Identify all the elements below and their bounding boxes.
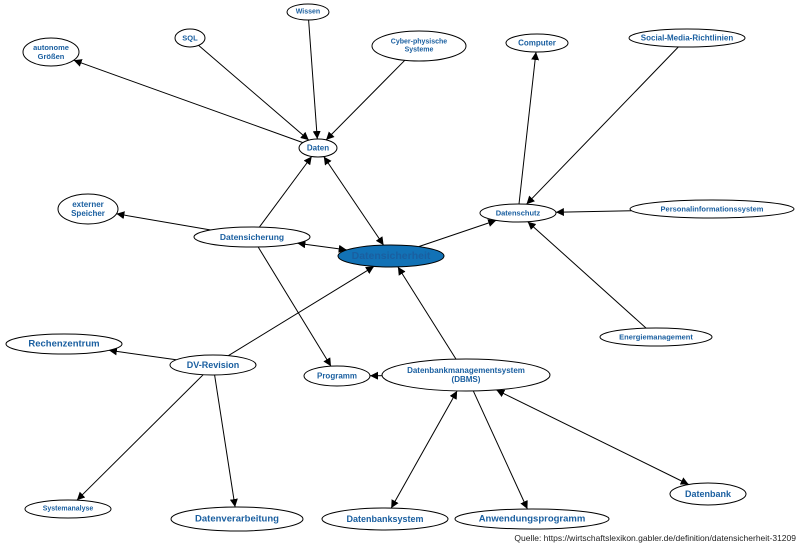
edge-sql-daten [198, 45, 310, 141]
node-programm-label: Programm [317, 372, 357, 381]
node-autonome-label: autonome [33, 43, 69, 52]
node-datenbanksystem-shape [321, 507, 449, 531]
node-computer-label: Computer [518, 39, 556, 48]
node-datenschutz-shape [479, 203, 557, 223]
node-systemanalyse[interactable]: Systemanalyse [24, 499, 112, 519]
edge-datensicherung-externer [116, 211, 211, 231]
edge-dvrevision-systemanalyse [76, 374, 204, 501]
node-externer-shape [57, 193, 119, 225]
node-energie[interactable]: Energiemanagement [599, 327, 713, 347]
node-anwendungsprogramm-shape [454, 508, 610, 530]
node-energie-label: Energiemanagement [619, 333, 693, 342]
edge-dvrevision-datenverarbeitung [214, 374, 238, 508]
edge-dbms-anwendungsprogramm [472, 390, 528, 510]
node-datenverarbeitung-shape [170, 506, 304, 532]
edge-dbms-datensicherheit [397, 266, 457, 360]
node-social-shape [628, 28, 746, 48]
edge-social-datenschutz [526, 46, 679, 205]
node-dbms-shape [381, 358, 551, 392]
edge-layer [73, 19, 689, 510]
edge-datensicherung-datensicherheit [297, 240, 347, 253]
node-datenverarbeitung[interactable]: Datenverarbeitung [170, 506, 304, 532]
node-sql-shape [174, 28, 206, 48]
edge-wissen-daten [308, 19, 321, 140]
node-energie-shape [599, 327, 713, 347]
edge-dvrevision-datensicherheit [228, 265, 375, 357]
node-anwendungsprogramm-label: Anwendungsprogramm [479, 514, 586, 525]
node-programm-shape [303, 365, 371, 387]
node-datensicherheit[interactable]: Datensicherheit [337, 244, 445, 268]
node-cyber-shape [371, 30, 467, 62]
node-datenbanksystem-label: Datenbanksystem [346, 514, 423, 524]
node-datenschutz-label: Datenschutz [496, 209, 541, 218]
node-datensicherheit-shape [337, 244, 445, 268]
edge-dbms-datenbank [496, 389, 689, 485]
edge-personal-datenschutz [555, 208, 632, 217]
node-datenverarbeitung-label: Datenverarbeitung [195, 514, 279, 525]
node-personal-shape [629, 199, 795, 219]
node-autonome-shape [22, 37, 80, 67]
edge-datenschutz-computer [518, 51, 540, 205]
node-rechenzentrum-shape [5, 333, 123, 355]
node-dvrevision-label: DV-Revision [187, 360, 240, 370]
node-datensicherung[interactable]: Datensicherung [193, 226, 311, 248]
node-sql[interactable]: SQL [174, 28, 206, 48]
node-computer-shape [505, 33, 569, 53]
edge-datensicherung-programm [257, 246, 332, 367]
node-wissen[interactable]: Wissen [286, 3, 330, 21]
edge-daten-autonome [73, 59, 304, 144]
node-wissen-shape [286, 3, 330, 21]
source-caption: Quelle: https://wirtschaftslexikon.gable… [514, 533, 796, 543]
node-rechenzentrum[interactable]: Rechenzentrum [5, 333, 123, 355]
node-datenbank[interactable]: Datenbank [669, 482, 747, 506]
edge-daten-datensicherheit [323, 156, 385, 246]
node-dbms-label: (DBMS) [452, 375, 481, 384]
node-dbms[interactable]: Datenbankmanagementsystem(DBMS) [381, 358, 551, 392]
node-systemanalyse-label: Systemanalyse [43, 506, 94, 513]
node-dvrevision[interactable]: DV-Revision [169, 354, 257, 376]
node-personal-label: Personalinformationssystem [661, 205, 764, 214]
node-programm[interactable]: Programm [303, 365, 371, 387]
node-systemanalyse-shape [24, 499, 112, 519]
edge-datensicherheit-datenschutz [418, 219, 497, 248]
node-autonome-label: Größen [38, 52, 65, 61]
node-dbms-label: Datenbankmanagementsystem [407, 366, 525, 375]
node-datenbank-label: Datenbank [685, 489, 732, 499]
node-computer[interactable]: Computer [505, 33, 569, 53]
edge-cyber-daten [325, 59, 406, 141]
node-datenschutz[interactable]: Datenschutz [479, 203, 557, 223]
node-datenbanksystem[interactable]: Datenbanksystem [321, 507, 449, 531]
node-daten-shape [298, 138, 338, 158]
node-social-label: Social-Media-Richtlinien [641, 34, 734, 43]
node-externer-label: Speicher [71, 209, 105, 218]
node-datensicherheit-label: Datensicherheit [352, 250, 431, 262]
edge-energie-datenschutz [527, 221, 647, 329]
node-datensicherung-shape [193, 226, 311, 248]
node-dvrevision-shape [169, 354, 257, 376]
node-datensicherung-label: Datensicherung [220, 232, 284, 242]
edge-dvrevision-rechenzentrum [108, 347, 177, 361]
node-social[interactable]: Social-Media-Richtlinien [628, 28, 746, 48]
node-externer-label: externer [72, 200, 104, 209]
edge-datensicherung-daten [258, 156, 313, 228]
node-wissen-label: Wissen [296, 9, 320, 16]
node-rechenzentrum-label: Rechenzentrum [28, 339, 99, 350]
node-sql-label: SQL [182, 34, 198, 43]
node-personal[interactable]: Personalinformationssystem [629, 199, 795, 219]
node-daten[interactable]: Daten [298, 138, 338, 158]
node-daten-label: Daten [307, 144, 329, 153]
edge-dbms-datenbanksystem [390, 390, 458, 509]
node-datenbank-shape [669, 482, 747, 506]
node-cyber-label: Cyber-physische [391, 39, 448, 46]
node-cyber-label: Systeme [405, 47, 434, 54]
node-anwendungsprogramm[interactable]: Anwendungsprogramm [454, 508, 610, 530]
